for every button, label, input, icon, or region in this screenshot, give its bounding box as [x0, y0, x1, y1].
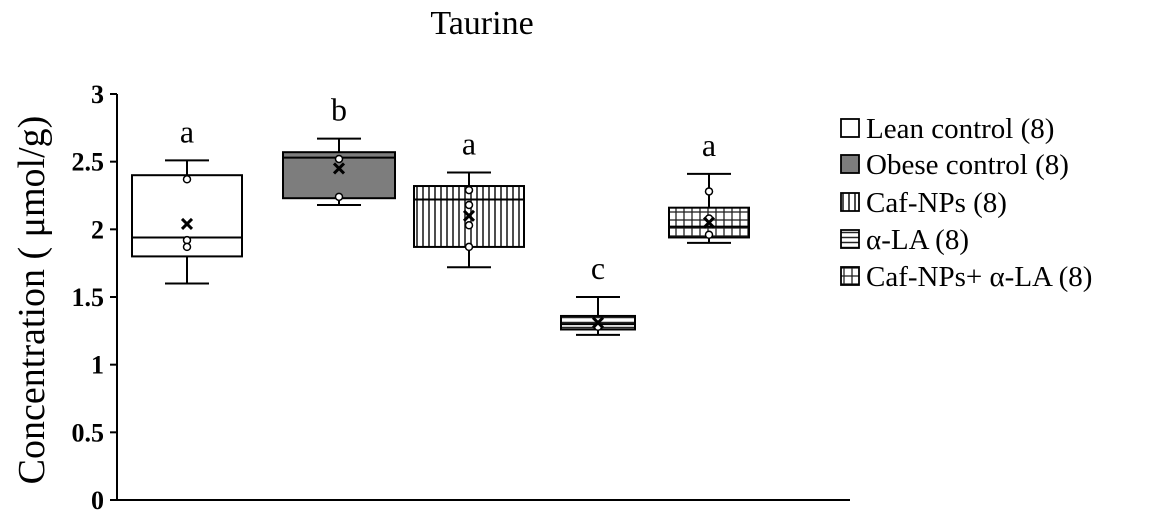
legend-swatch — [840, 229, 860, 249]
legend: Lean control (8) Obese control (8) Caf-NPs… — [840, 113, 1092, 293]
legend-label: Lean control (8) — [866, 113, 1054, 145]
mean-marker — [702, 216, 716, 229]
legend-item: Obese control (8) — [840, 149, 1069, 181]
data-point — [334, 154, 344, 164]
y-tick-label: 2 — [91, 215, 104, 244]
y-tick-label: 0.5 — [72, 418, 105, 447]
box-group: b — [282, 92, 396, 206]
box-group: a — [668, 127, 750, 244]
legend-swatch — [840, 192, 860, 212]
y-tick-label: 2.5 — [72, 148, 105, 177]
legend-swatch — [840, 154, 860, 174]
y-ticks: 0 0.5 1 1.5 2 2.5 3 — [72, 80, 117, 515]
data-point — [704, 187, 714, 196]
legend-label: Caf-NPs+ α-LA (8) — [866, 261, 1092, 293]
significance-label: a — [462, 125, 476, 161]
legend-item: α-LA (8) — [840, 224, 969, 256]
data-point — [182, 235, 192, 245]
mean-marker — [462, 209, 476, 222]
y-tick-label: 0 — [91, 486, 104, 515]
chart-title: Taurine — [430, 5, 533, 42]
data-point — [464, 185, 474, 195]
legend-label: Obese control (8) — [866, 149, 1069, 181]
data-point — [182, 175, 192, 184]
box-group: a — [131, 113, 243, 285]
data-point — [182, 242, 192, 252]
box-group: c — [560, 250, 636, 336]
legend-item: Caf-NPs (8) — [840, 187, 1007, 219]
significance-label: b — [331, 92, 347, 128]
data-point — [464, 221, 474, 230]
mean-marker — [180, 217, 194, 230]
significance-label: a — [180, 113, 194, 149]
box-group: a — [413, 125, 525, 269]
significance-label: c — [591, 250, 605, 286]
data-point — [704, 230, 714, 239]
legend-label: Caf-NPs (8) — [866, 187, 1007, 219]
data-point — [464, 200, 474, 210]
y-tick-label: 1 — [91, 351, 104, 380]
mean-marker — [332, 162, 346, 175]
boxes: a b a c a — [131, 92, 750, 336]
mean-marker — [591, 316, 605, 329]
y-axis-label: Concentration ( μmol/g) — [11, 116, 53, 485]
legend-item: Caf-NPs+ α-LA (8) — [840, 261, 1092, 293]
legend-swatch — [840, 118, 860, 138]
legend-swatch — [840, 266, 860, 286]
y-tick-label: 1.5 — [72, 283, 105, 312]
y-tick-label: 3 — [91, 80, 104, 109]
data-point — [334, 192, 344, 202]
data-point — [464, 242, 474, 252]
legend-label: α-LA (8) — [866, 224, 969, 256]
legend-item: Lean control (8) — [840, 113, 1054, 145]
significance-label: a — [702, 127, 716, 163]
